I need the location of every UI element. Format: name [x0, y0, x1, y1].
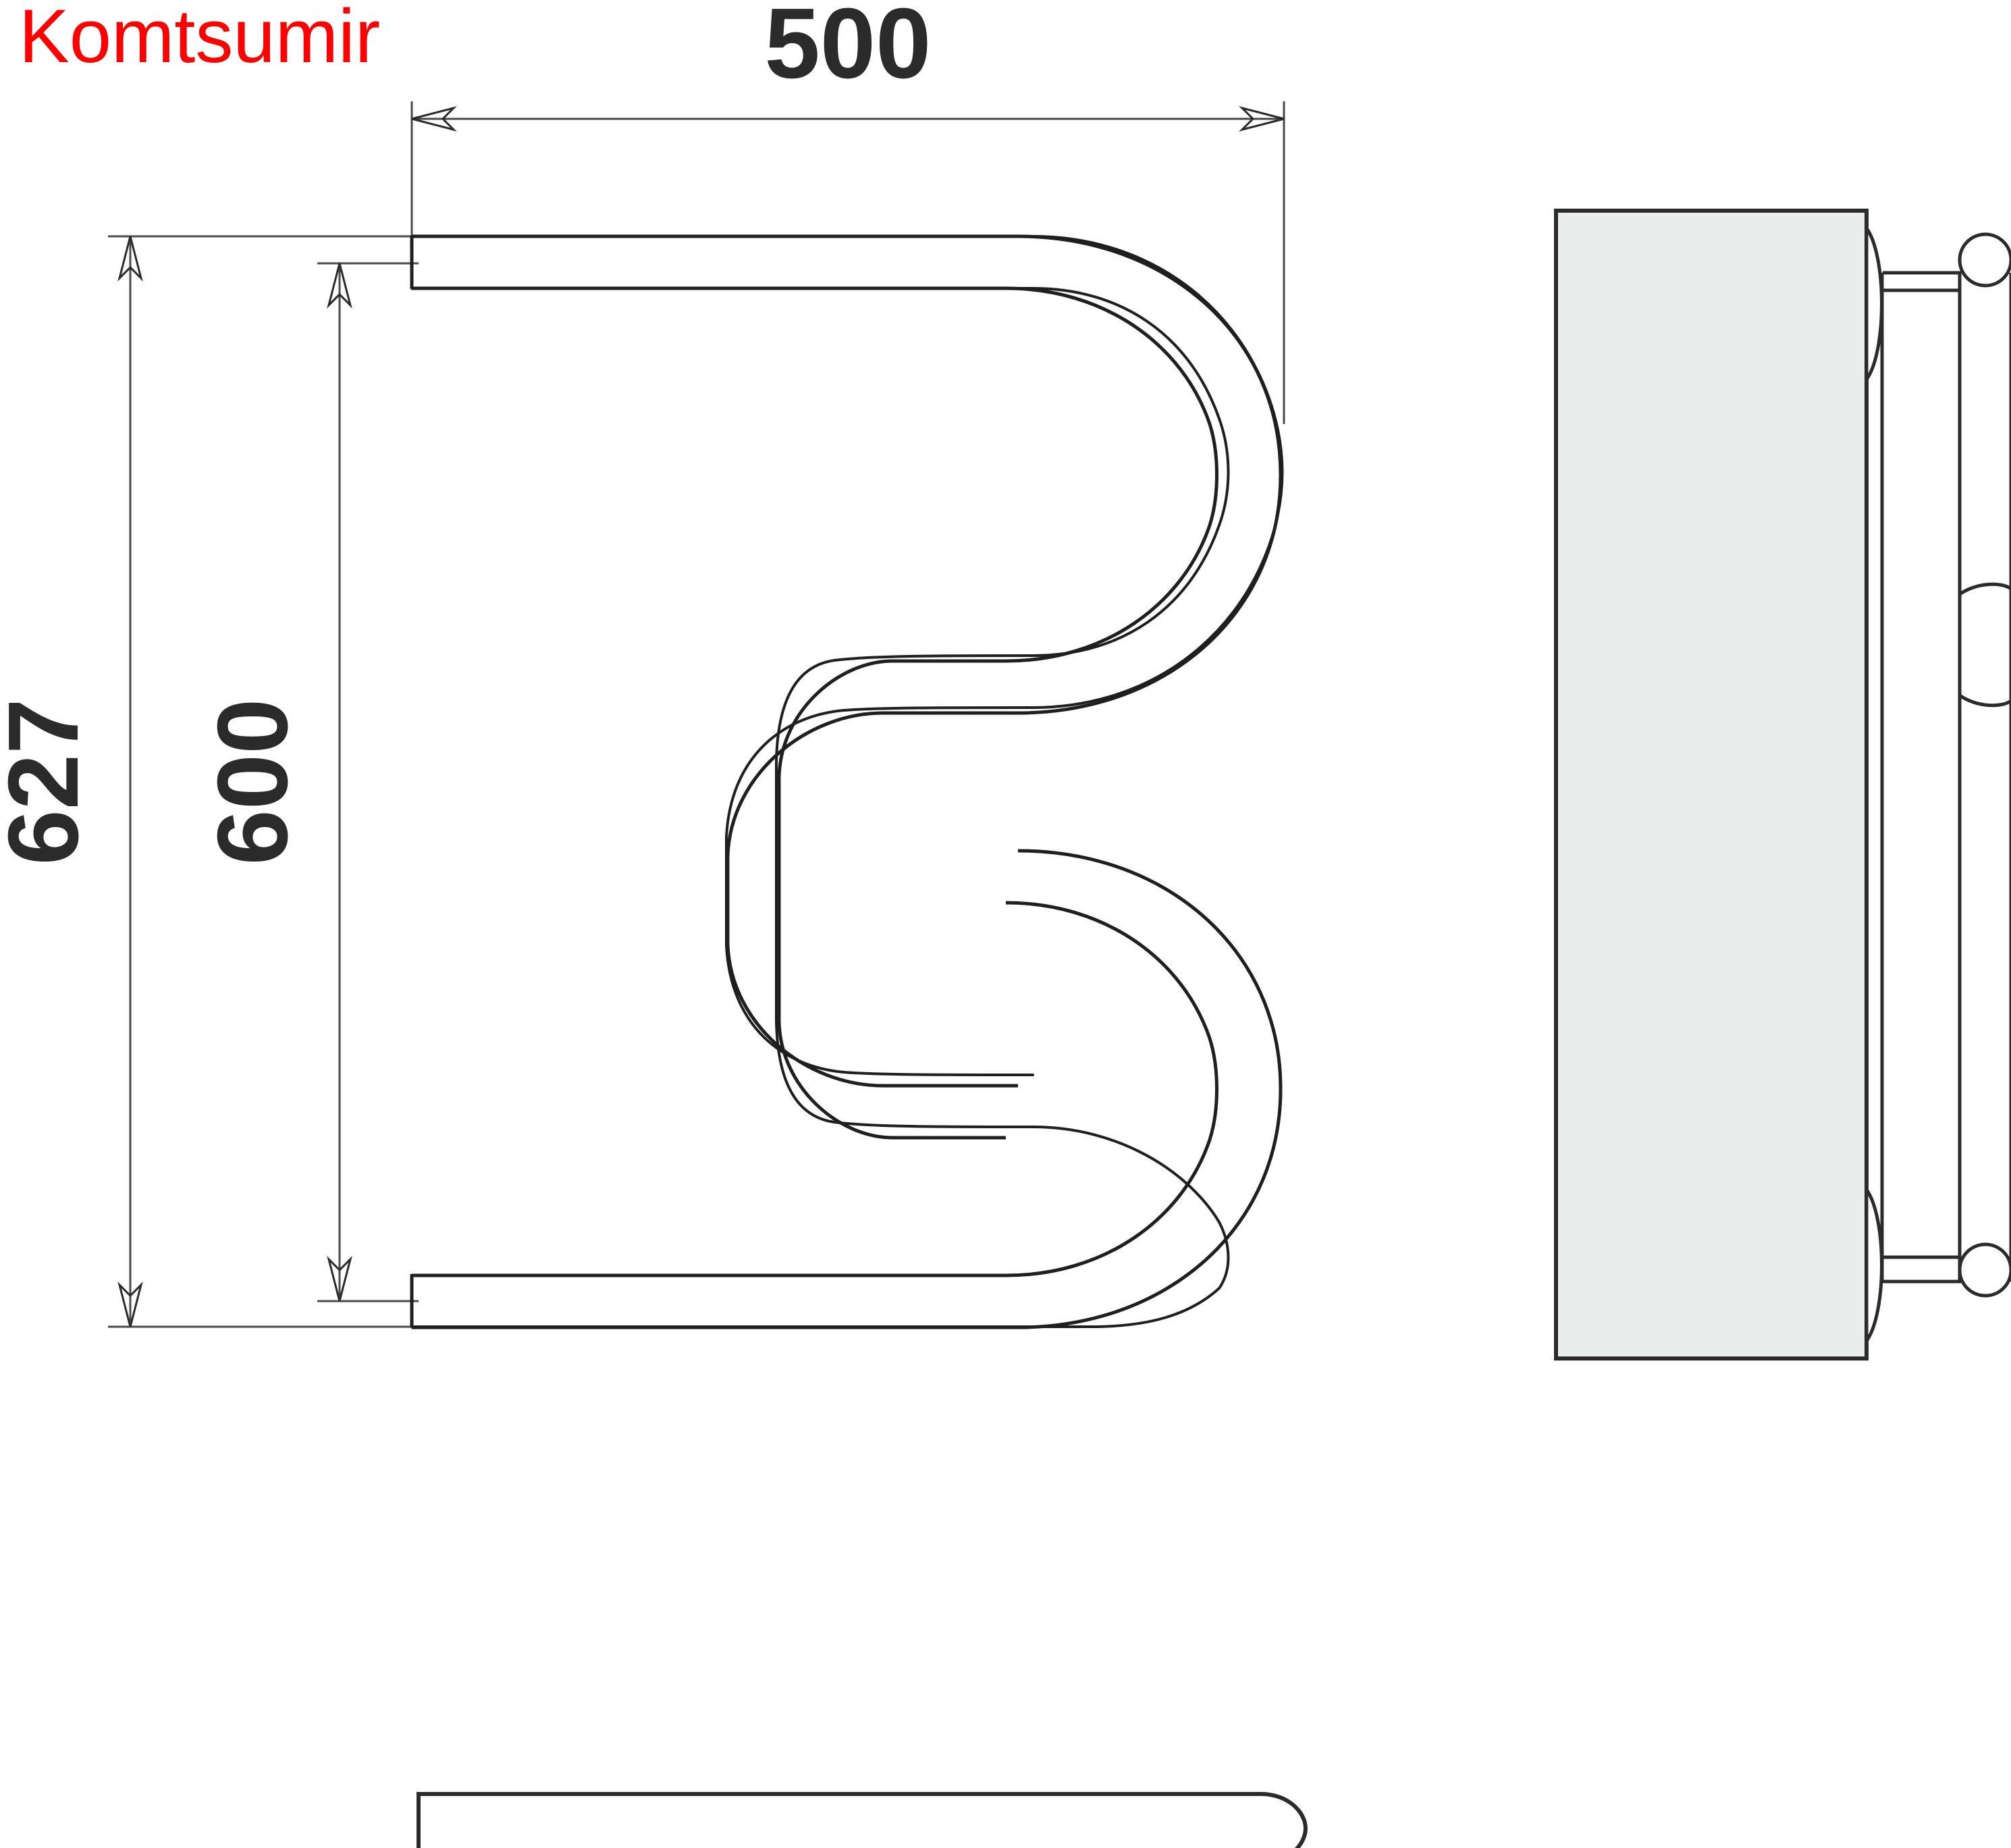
wall-panel — [1554, 209, 1869, 1361]
arrowhead-bottom — [117, 1282, 143, 1327]
pipe-section-bottom — [1958, 1242, 2011, 1298]
pipe-lower-section — [412, 849, 1283, 1329]
side-tube-cap-lower — [1958, 693, 2011, 708]
arrowhead-left — [411, 106, 457, 132]
arrowhead-right — [1239, 106, 1285, 132]
pipe-upper-inner — [412, 286, 1218, 663]
top-view-pipe — [417, 1792, 1308, 1848]
pipe-outline-upper-outer — [410, 235, 1284, 709]
bracket-top — [1865, 223, 1883, 385]
pipe-lower-outer — [412, 849, 1283, 1329]
pipe-upper-outer — [412, 234, 1283, 715]
front-view-pipe — [410, 235, 1284, 1328]
dimension-500-label: 500 — [765, 0, 932, 99]
pipe-lower-inner — [412, 901, 1218, 1277]
dimension-600: 600 — [197, 262, 419, 1302]
dimension-627: 627 — [0, 235, 419, 1328]
arrowhead-top — [327, 263, 352, 309]
top-view — [417, 1792, 1308, 1848]
watermark-label: Komtsumir — [19, 0, 380, 78]
side-view — [1554, 209, 2011, 1361]
dimension-600-label: 600 — [197, 699, 309, 866]
side-tube-cap-upper — [1958, 582, 2011, 596]
pipe-middle-outer — [726, 711, 1018, 1088]
pipe-outline-lower-inner — [410, 1126, 1230, 1328]
pipe-middle-inner — [777, 659, 1006, 1140]
dimension-500: 500 — [410, 0, 1285, 424]
pipe-outline-upper-inner — [410, 287, 1230, 657]
dimension-627-label: 627 — [0, 699, 99, 866]
arrowhead-bottom — [327, 1256, 352, 1302]
arrowhead-top — [117, 236, 143, 282]
pipe-outline-middle-outer — [725, 706, 1034, 1076]
bracket-bottom — [1865, 1184, 1883, 1346]
front-view — [410, 234, 1283, 1327]
pipe-outline-middle-inner — [775, 654, 1034, 1128]
pipe-section-top — [1958, 232, 2011, 288]
